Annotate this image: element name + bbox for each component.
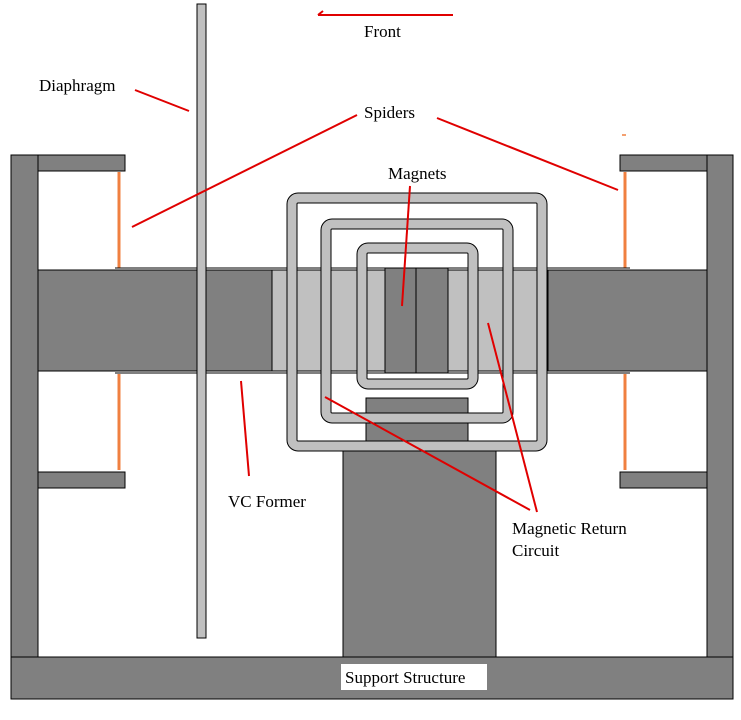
magnets-label: Magnets bbox=[388, 164, 447, 183]
vc-former-leader bbox=[240, 380, 250, 477]
right-lower-arm bbox=[619, 471, 708, 489]
diaphragm-rod bbox=[196, 3, 207, 639]
center-pedestal bbox=[342, 449, 497, 658]
spiders-leader-left bbox=[131, 114, 358, 228]
left-frame-post bbox=[10, 154, 39, 658]
support-structure-label: Support Structure bbox=[345, 668, 465, 687]
return-frame-middle-fill bbox=[321, 219, 513, 423]
coil-bar-left bbox=[37, 269, 273, 372]
left-upper-arm bbox=[37, 154, 126, 172]
support-structure-label-bg bbox=[341, 664, 487, 690]
right-upper-arm bbox=[619, 154, 708, 172]
diaphragm-label: Diaphragm bbox=[39, 76, 115, 95]
spiders-leader-right bbox=[436, 117, 619, 191]
magnets-leader bbox=[401, 185, 411, 307]
front-arrow-tick bbox=[317, 10, 324, 16]
magnetic-return-label-line2: Circuit bbox=[512, 541, 559, 560]
spiders-label: Spiders bbox=[364, 103, 415, 122]
front-label: Front bbox=[364, 22, 401, 41]
coil-bar-right bbox=[547, 269, 708, 372]
left-lower-arm bbox=[37, 471, 126, 489]
vc-former-label: VC Former bbox=[228, 492, 306, 511]
magnet-right bbox=[415, 267, 449, 374]
return-frame-outer-fill bbox=[287, 193, 547, 451]
right-frame-post bbox=[706, 154, 734, 658]
return-leader-b bbox=[487, 322, 538, 513]
return-frame-inner-fill bbox=[357, 243, 478, 389]
magnet-left bbox=[384, 267, 417, 374]
return-leader-a bbox=[324, 396, 531, 511]
diaphragm-leader bbox=[134, 89, 190, 112]
magnetic-return-label-line1: Magnetic Return bbox=[512, 519, 627, 538]
